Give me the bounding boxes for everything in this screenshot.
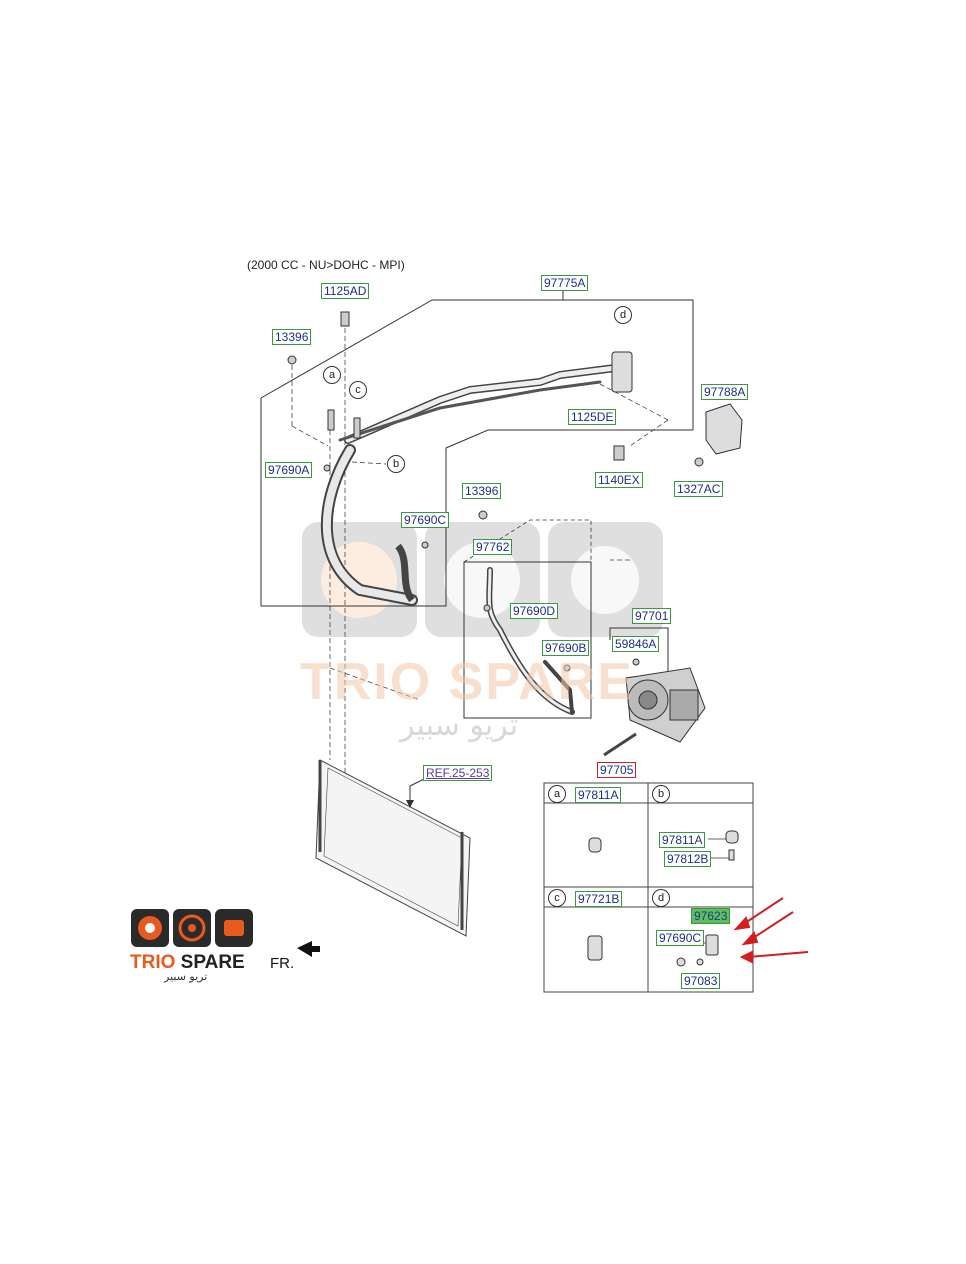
watermark-text: TRIO SPARE <box>300 653 634 711</box>
part-label-highlighted[interactable]: 97623 <box>691 908 731 924</box>
part-label[interactable]: 97811A <box>659 832 706 848</box>
table-letter-a: a <box>548 785 566 803</box>
table-letter-d: d <box>652 889 670 907</box>
part-label[interactable]: 97775A <box>541 275 589 291</box>
suction-hose <box>486 567 575 715</box>
callout-b: b <box>387 455 405 473</box>
part-label[interactable]: 97690C <box>401 512 450 528</box>
compressor <box>625 667 706 743</box>
part-label[interactable]: 97701 <box>632 608 672 624</box>
table-letter-b: b <box>652 785 670 803</box>
watermark-arabic: تريو سبير <box>400 708 519 743</box>
detail-table <box>543 782 754 993</box>
part-label[interactable]: 97083 <box>681 973 721 989</box>
part-label[interactable]: 13396 <box>462 483 502 499</box>
brand-name: TRIO SPARE <box>130 952 245 973</box>
part-label[interactable]: 1125DE <box>568 409 617 425</box>
part-label[interactable]: 97721B <box>575 891 623 907</box>
part-label[interactable]: 97788A <box>701 384 749 400</box>
part-label[interactable]: 59846A <box>612 636 660 652</box>
part-label[interactable]: 97811A <box>575 787 622 803</box>
callout-c: c <box>349 381 367 399</box>
part-label[interactable]: 97690C <box>656 930 705 946</box>
part-label-highlighted[interactable]: 97705 <box>597 762 637 778</box>
reference-link[interactable]: REF.25-253 <box>423 765 493 781</box>
part-label[interactable]: 97690D <box>510 603 559 619</box>
logo-badges <box>131 909 253 947</box>
part-label[interactable]: 97690A <box>265 462 313 478</box>
part-label[interactable]: 1327AC <box>674 481 724 497</box>
red-arrows <box>733 897 809 964</box>
part-label[interactable]: 13396 <box>272 329 312 345</box>
table-letter-c: c <box>548 889 566 907</box>
condenser <box>315 759 471 937</box>
part-label[interactable]: 97762 <box>473 539 513 555</box>
brand-name-arabic: تريو سبير <box>164 970 208 983</box>
part-label[interactable]: 97690B <box>542 640 590 656</box>
callout-a: a <box>323 366 341 384</box>
discharge-hose <box>320 364 619 606</box>
hose-box <box>463 561 592 719</box>
part-label[interactable]: 1125AD <box>321 283 370 299</box>
front-direction-label: FR. <box>270 955 295 972</box>
front-direction-icon <box>297 941 320 957</box>
engine-caption: (2000 CC - NU>DOHC - MPI) <box>247 258 405 272</box>
part-label[interactable]: 1140EX <box>595 472 643 488</box>
callout-d: d <box>614 306 632 324</box>
part-label[interactable]: 97812B <box>664 851 712 867</box>
